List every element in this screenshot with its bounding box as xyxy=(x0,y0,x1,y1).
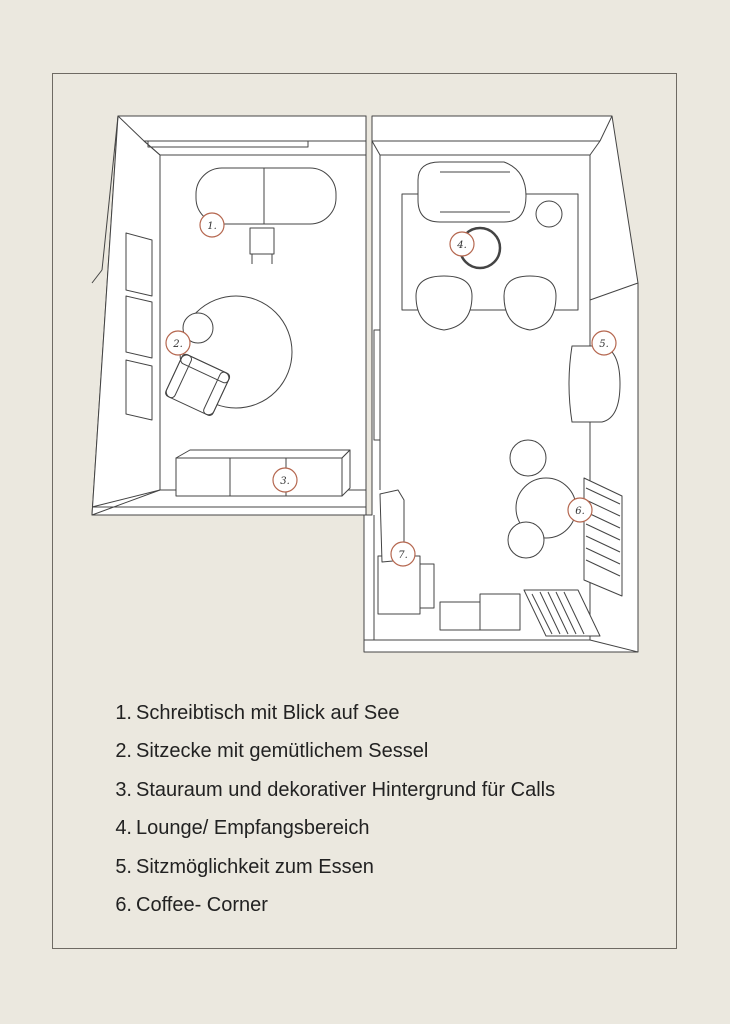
svg-text:4.: 4. xyxy=(456,240,467,251)
legend-label: Schreibtisch mit Blick auf See xyxy=(136,701,400,724)
lounge-area xyxy=(401,161,579,331)
svg-text:2.: 2. xyxy=(172,339,183,350)
legend-label: Sitzecke mit gemütlichem Sessel xyxy=(136,740,429,763)
legend-number: 1. xyxy=(115,701,132,724)
legend-label: Lounge/ Empfangsbereich xyxy=(136,817,370,840)
dining-seat xyxy=(568,345,621,423)
legend-item-4: 4. Lounge/ Empfangsbereich xyxy=(96,810,555,849)
legend-item-2: 2. Sitzecke mit gemütlichem Sessel xyxy=(96,733,555,772)
badge-6: 6. xyxy=(567,497,593,523)
badge-5: 5. xyxy=(591,330,617,356)
svg-text:6.: 6. xyxy=(575,506,585,517)
sideboard xyxy=(175,449,351,497)
legend-item-3: 3. Stauraum und dekorativer Hintergrund … xyxy=(96,771,555,810)
svg-text:3.: 3. xyxy=(280,476,290,487)
badge-4: 4. xyxy=(449,231,475,257)
badge-2: 2. xyxy=(165,330,191,356)
kitchen-block xyxy=(377,489,521,631)
legend-label: Sitzmöglichkeit zum Essen xyxy=(136,855,374,878)
reading-corner xyxy=(165,295,293,416)
svg-text:7.: 7. xyxy=(398,550,408,561)
legend-number: 5. xyxy=(115,855,132,878)
badge-3: 3. xyxy=(272,467,298,493)
legend-list: 1. Schreibtisch mit Blick auf See 2. Sit… xyxy=(96,694,555,925)
legend-label: Coffee- Corner xyxy=(136,894,268,917)
legend-number: 2. xyxy=(115,740,132,763)
legend-label: Stauraum und dekorativer Hintergrund für… xyxy=(136,778,556,801)
badge-7: 7. xyxy=(390,541,416,567)
wall-pictures xyxy=(125,232,153,421)
page-frame xyxy=(52,73,677,949)
legend-number: 3. xyxy=(115,778,132,801)
plan-badges: 1. 2. 3. 4. 5. 6. 7. xyxy=(165,212,617,567)
svg-text:1.: 1. xyxy=(207,221,217,232)
badge-1: 1. xyxy=(199,212,225,238)
legend-number: 6. xyxy=(115,894,132,917)
legend-number: 4. xyxy=(115,817,132,840)
desk xyxy=(195,167,337,264)
svg-text:5.: 5. xyxy=(599,339,609,350)
legend-item-1: 1. Schreibtisch mit Blick auf See xyxy=(96,694,555,733)
legend-item-6: 6. Coffee- Corner xyxy=(96,887,555,926)
bistro-set xyxy=(507,439,623,637)
legend-item-5: 5. Sitzmöglichkeit zum Essen xyxy=(96,848,555,887)
